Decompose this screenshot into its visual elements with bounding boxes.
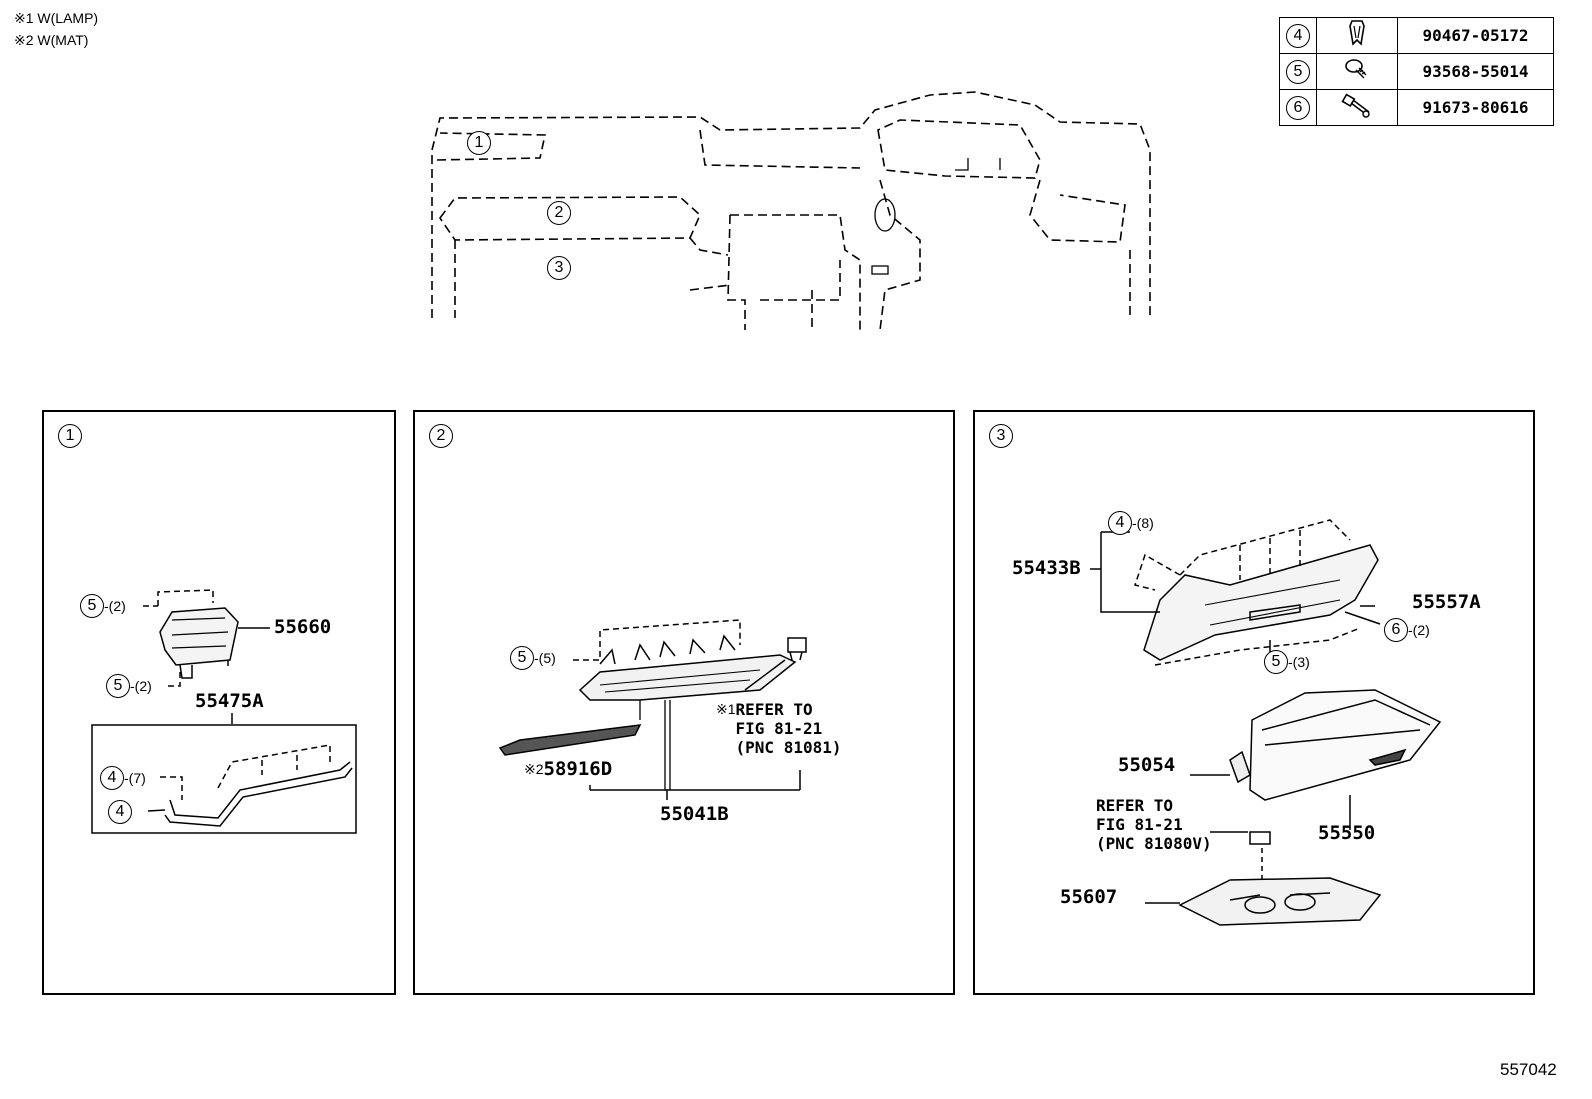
- part-label-55433B: 55433B: [1012, 557, 1081, 579]
- overview-callout-3: 3: [547, 256, 571, 280]
- legend-ref: 5: [1286, 59, 1310, 84]
- part-label-55475A: 55475A: [195, 690, 264, 712]
- part-label-55550: 55550: [1318, 822, 1376, 844]
- callout-clip-qty: 4-(7): [100, 766, 146, 790]
- refer-note-box: REFER TO FIG 81-21 (PNC 81080V): [1096, 796, 1212, 853]
- figure-id: 557042: [1500, 1060, 1557, 1079]
- detail-panel-2: 2: [413, 410, 955, 995]
- part-label-55557A: 55557A: [1412, 591, 1481, 613]
- part-label-55054: 55054: [1118, 754, 1176, 776]
- callout-screw-upper: 5-(2): [80, 594, 126, 618]
- callout-clip: 4: [108, 800, 132, 824]
- overview-callout-2: 2: [547, 201, 571, 225]
- note-lamp: ※1 W(LAMP): [14, 10, 99, 26]
- fastener-legend: 4 90467-05172 5 93568-55014 6 91673-8061…: [1279, 17, 1554, 126]
- note-mat: ※2 W(MAT): [14, 32, 89, 48]
- clip-icon: [1349, 20, 1365, 46]
- legend-ref: 4: [1286, 23, 1310, 48]
- screw-icon: [1345, 59, 1367, 79]
- callout-clip: 4-(8): [1108, 511, 1154, 535]
- bolt-icon: [1341, 93, 1370, 118]
- legend-part-number: 93568-55014: [1397, 53, 1554, 90]
- detail-panel-1: 1: [42, 410, 396, 995]
- part-label-55041B: 55041B: [660, 803, 729, 825]
- part-label-55607: 55607: [1060, 886, 1118, 908]
- legend-part-number: 90467-05172: [1397, 17, 1554, 54]
- panel-ref: 1: [58, 424, 82, 448]
- panel-ref: 3: [989, 424, 1013, 448]
- callout-screw: 5-(3): [1264, 650, 1310, 674]
- callout-screw: 5-(5): [510, 646, 556, 670]
- legend-ref: 6: [1286, 95, 1310, 120]
- panel-ref: 2: [429, 424, 453, 448]
- callout-screw-lower: 5-(2): [106, 674, 152, 698]
- callout-bolt: 6-(2): [1384, 618, 1430, 642]
- legend-row: 6 91673-80616: [1279, 89, 1554, 126]
- legend-part-number: 91673-80616: [1397, 89, 1554, 126]
- legend-row: 4 90467-05172: [1279, 17, 1554, 54]
- part-label-55660: 55660: [274, 616, 332, 638]
- overview-callout-1: 1: [467, 131, 491, 155]
- legend-row: 5 93568-55014: [1279, 53, 1554, 90]
